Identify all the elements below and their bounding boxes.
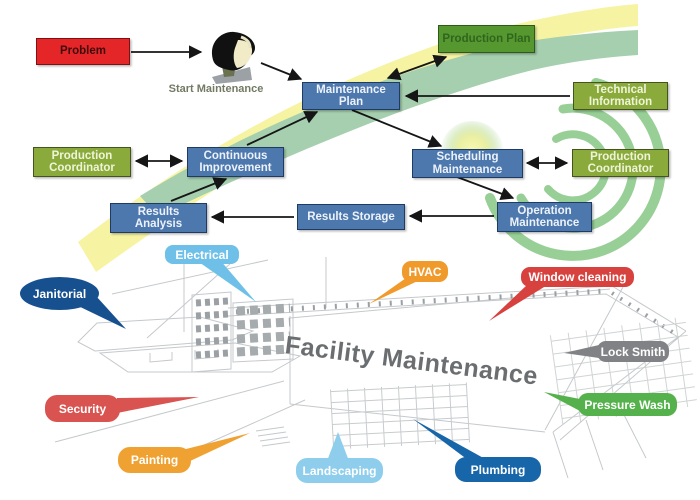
lock-smith-callout-tail <box>564 345 599 358</box>
flow-node-maintenance-plan-label: Maintenance Plan <box>316 83 386 108</box>
flow-node-problem-label: Problem <box>59 45 106 58</box>
band-green <box>140 30 638 216</box>
flow-node-production-coordinator-left-label: Production Coordinator <box>49 149 115 174</box>
flow-node-production-plan: Production Plan <box>438 25 535 53</box>
flow-node-scheduling-maintenance: Scheduling Maintenance <box>412 149 523 178</box>
person-icon <box>211 31 255 84</box>
electrical-callout-tail <box>196 260 256 302</box>
start-maintenance-label: Start Maintenance <box>168 83 264 95</box>
flow-node-technical-information: Technical Information <box>573 82 668 110</box>
painting-callout-tail <box>178 433 250 462</box>
security-callout-tail <box>117 397 199 413</box>
callout-lock-smith: Lock Smith <box>597 341 669 362</box>
window-cleaning-callout-tail <box>489 284 549 321</box>
callout-security: Security <box>45 395 120 422</box>
flow-node-operation-maintenance: Operation Maintenance <box>497 202 592 232</box>
facade-grid-left <box>330 382 470 450</box>
parapet-windows-side <box>610 291 676 335</box>
hvac-callout-tail <box>369 278 424 304</box>
flow-arrows <box>131 45 570 224</box>
flow-node-production-coordinator-right-label: Production Coordinator <box>587 150 654 175</box>
callout-plumbing: Plumbing <box>455 457 541 482</box>
callout-painting: Painting <box>118 447 191 473</box>
tower-windows <box>195 297 229 359</box>
flow-node-production-coordinator-right: Production Coordinator <box>572 149 669 177</box>
pressure-wash-callout-tail <box>544 392 580 411</box>
flow-node-continuous-improvement-label: Continuous Improvement <box>199 149 272 174</box>
landscaping-callout-tail <box>327 432 349 461</box>
plumbing-callout-tail <box>413 419 487 460</box>
flow-node-results-analysis-label: Results Analysis <box>134 205 183 230</box>
callout-pressure-wash: Pressure Wash <box>578 393 677 416</box>
flow-node-results-storage: Results Storage <box>297 204 405 230</box>
flow-node-production-plan-label: Production Plan <box>442 32 531 45</box>
flow-node-production-coordinator-left: Production Coordinator <box>33 147 131 177</box>
flow-node-problem: Problem <box>36 38 130 65</box>
flow-node-continuous-improvement: Continuous Improvement <box>187 147 284 177</box>
flow-node-operation-maintenance-label: Operation Maintenance <box>509 204 580 229</box>
flow-node-results-storage-label: Results Storage <box>307 210 395 223</box>
callout-electrical: Electrical <box>165 245 239 264</box>
band-yellow <box>78 4 638 272</box>
callout-hvac: HVAC <box>402 261 448 282</box>
callout-janitorial: Janitorial <box>20 277 99 310</box>
flow-node-results-analysis: Results Analysis <box>110 203 207 233</box>
flow-node-scheduling-maintenance-label: Scheduling Maintenance <box>432 151 503 176</box>
flow-node-maintenance-plan: Maintenance Plan <box>302 82 400 110</box>
flow-node-technical-information-label: Technical Information <box>588 83 653 108</box>
midblock-windows <box>236 303 291 357</box>
callout-window-cleaning: Window cleaning <box>521 267 634 287</box>
callout-landscaping: Landscaping <box>296 458 383 483</box>
